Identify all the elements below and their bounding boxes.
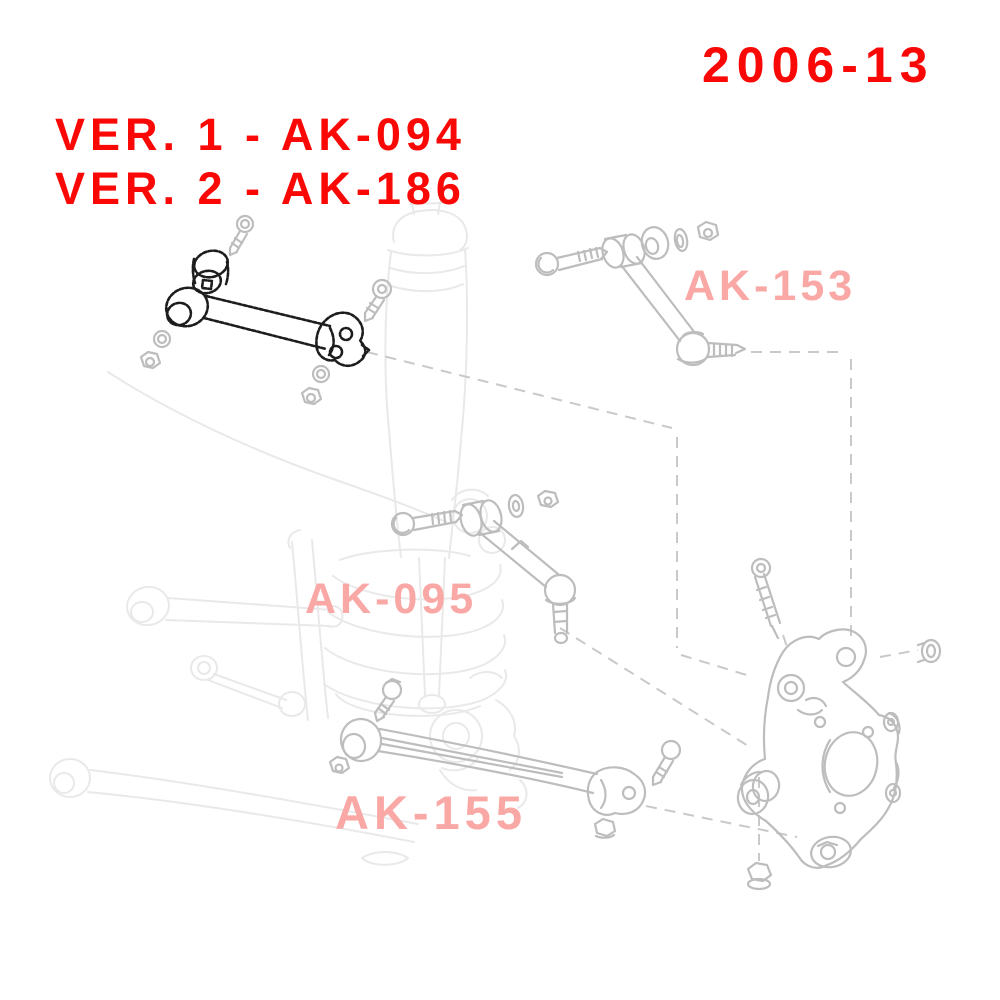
version-2-part-label: VER. 2 - AK-186 [55, 163, 466, 214]
ak095-arm [390, 489, 577, 645]
ak155-part-label: AK-155 [335, 786, 527, 839]
upper-arm-fasteners [139, 214, 393, 406]
highlighted-upper-control-arm [164, 249, 371, 368]
assembly-leader-lines [366, 351, 919, 861]
version-1-part-label: VER. 1 - AK-094 [55, 109, 466, 160]
ak153-arm [534, 220, 747, 367]
year-range-label: 2006-13 [702, 37, 935, 93]
ak153-part-label: AK-153 [684, 262, 857, 310]
rear-knuckle [736, 557, 942, 891]
ak095-part-label: AK-095 [305, 575, 478, 623]
ak155-arm [328, 677, 682, 839]
light-gray-parts [139, 214, 942, 891]
background-assembly [49, 201, 528, 866]
